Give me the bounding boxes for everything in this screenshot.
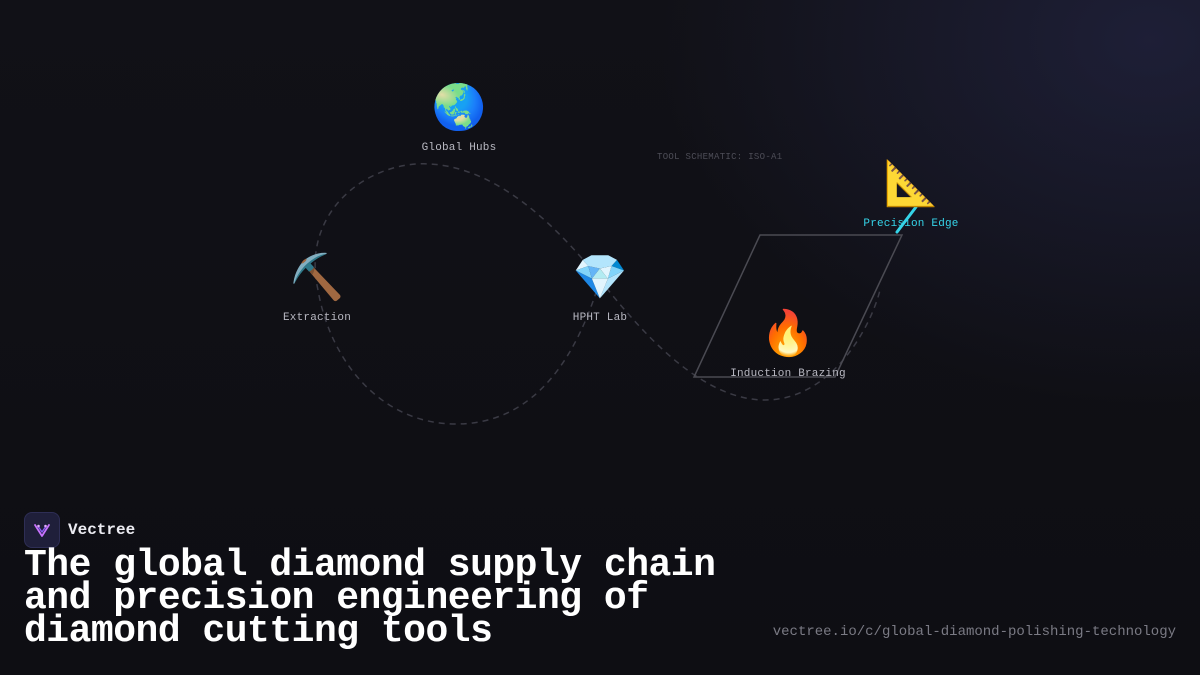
gem-icon: 💎 (572, 252, 628, 303)
node-label: Precision Edge (863, 218, 959, 230)
fire-icon: 🔥 (760, 308, 816, 359)
node-hpht-lab: 💎 HPHT Lab (520, 252, 680, 324)
flow-path (314, 163, 881, 401)
triangular-ruler-icon: 📐 (883, 158, 939, 209)
globe-icon: 🌏 (431, 82, 487, 133)
pickaxe-icon: ⛏️ (289, 252, 345, 303)
schematic-caption: TOOL SCHEMATIC: ISO-A1 (657, 152, 783, 162)
page-title: The global diamond supply chain and prec… (24, 544, 716, 653)
brand: Vectree (24, 512, 135, 548)
brand-name: Vectree (68, 521, 136, 539)
tool-schematic-outline (692, 234, 904, 378)
node-label: HPHT Lab (572, 312, 628, 324)
node-label: Global Hubs (421, 142, 497, 154)
node-precision-edge: 📐 Precision Edge (831, 158, 991, 230)
node-global-hubs: 🌏 Global Hubs (379, 82, 539, 154)
page-url[interactable]: vectree.io/c/global-diamond-polishing-te… (772, 624, 1176, 640)
node-label: Induction Brazing (730, 368, 846, 380)
precision-edge-beam (895, 205, 918, 234)
node-extraction: ⛏️ Extraction (237, 252, 397, 324)
node-induction-brazing: 🔥 Induction Brazing (708, 308, 868, 380)
node-label: Extraction (282, 312, 351, 324)
vectree-logo-icon (24, 512, 60, 548)
